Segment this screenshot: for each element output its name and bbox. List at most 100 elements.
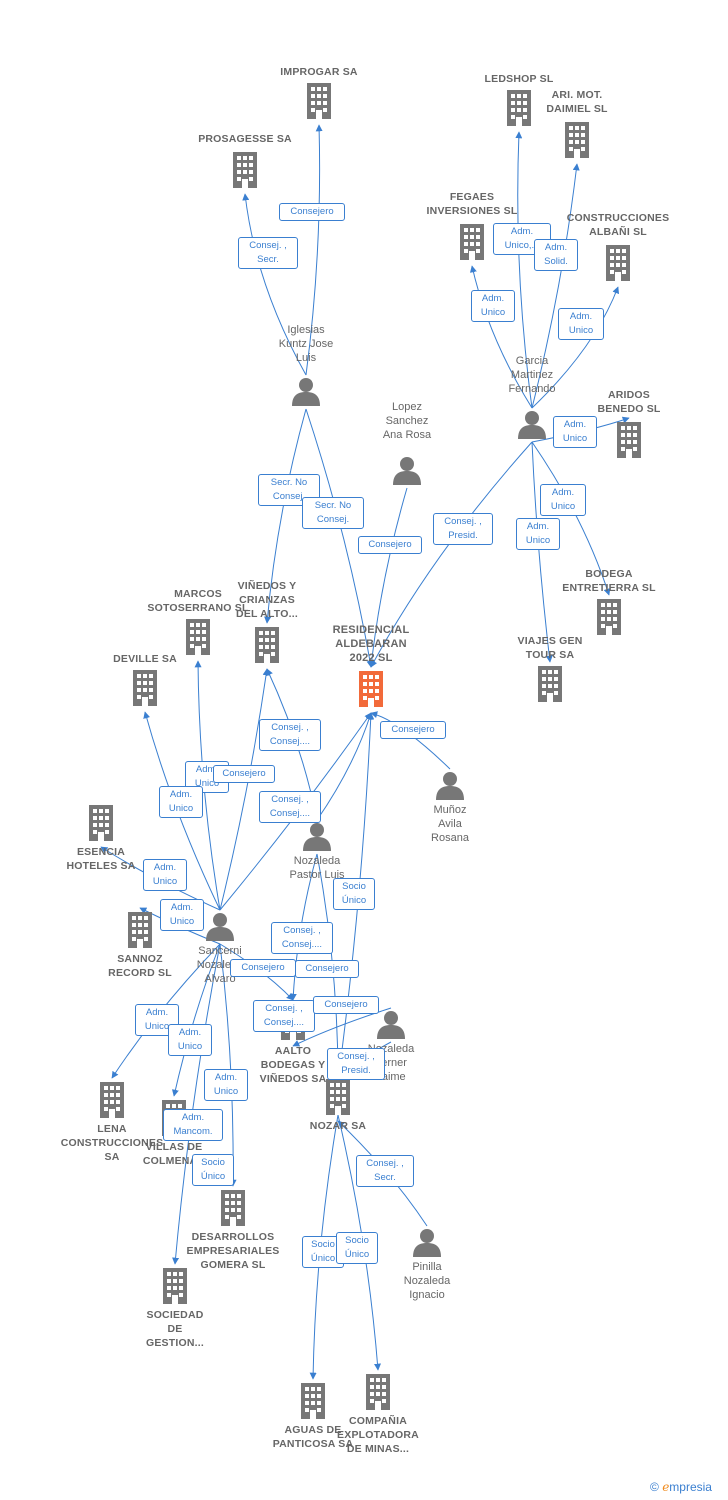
company-label-ledshop[interactable]: LEDSHOP SL — [484, 73, 554, 85]
company-label-vinedos[interactable]: VIÑEDOS Y CRIANZAS DEL ALTO... — [236, 580, 298, 620]
building-icon[interactable] — [89, 805, 113, 841]
edge-garcia-to-ledshop — [515, 131, 533, 409]
person-label-munoz[interactable]: Muñoz Avila Rosana — [431, 804, 469, 844]
building-icon[interactable] — [128, 912, 152, 948]
company-label-residencial[interactable]: RESIDENCIAL ALDEBARAN 2022 SL — [332, 624, 410, 664]
brand-logo-e: e — [662, 1480, 670, 1494]
relation-label: Adm. Unico — [516, 518, 560, 550]
company-label-sociedad[interactable]: SOCIEDAD DE GESTION... — [145, 1309, 204, 1349]
building-icon[interactable] — [617, 422, 641, 458]
edge-lopez-to-residencial — [368, 487, 408, 668]
company-label-villas[interactable]: VILLAS DE COLMENAR — [142, 1141, 206, 1167]
relation-label: Adm. Unico — [558, 308, 604, 340]
icons-layer — [89, 83, 641, 1419]
edge-garcia-to-viajes — [531, 441, 553, 663]
relation-label: Adm. Unico — [204, 1069, 248, 1101]
person-icon[interactable] — [303, 823, 331, 851]
relation-label: Consejero — [213, 765, 275, 783]
building-icon[interactable] — [460, 224, 484, 260]
company-label-lena[interactable]: LENA CONSTRUCCIONES SA — [60, 1123, 164, 1163]
person-label-pinilla[interactable]: Pinilla Nozaleda Ignacio — [403, 1261, 451, 1301]
relation-label: Socio Único — [192, 1154, 234, 1186]
company-label-aridos[interactable]: ARIDOS BENEDO SL — [597, 389, 661, 415]
relation-label: Socio Único — [336, 1232, 378, 1264]
person-icon[interactable] — [393, 457, 421, 485]
building-icon[interactable] — [221, 1190, 245, 1226]
building-icon[interactable] — [606, 245, 630, 281]
relation-label: Adm. Unico — [168, 1024, 212, 1056]
relation-label: Adm. Mancom. — [163, 1109, 223, 1141]
person-label-iglesias[interactable]: Iglesias Kuntz Jose Luis — [278, 324, 334, 364]
building-icon[interactable] — [100, 1082, 124, 1118]
company-label-desarrollos[interactable]: DESARROLLOS EMPRESARIALES GOMERA SL — [186, 1231, 280, 1271]
edge-iglesias-to-residencial — [305, 408, 374, 668]
company-label-viajes[interactable]: VIAJES GEN TOUR SA — [517, 635, 583, 661]
building-icon[interactable] — [538, 666, 562, 702]
edge-garcia-to-residencial — [370, 441, 533, 668]
edge-garcia-to-fegaes — [469, 265, 533, 409]
relation-label: Consejero — [313, 996, 379, 1014]
person-icon[interactable] — [377, 1011, 405, 1039]
relation-label: Consej. , Consej.... — [259, 719, 321, 751]
relation-label: Secr. No Consej. — [302, 497, 364, 529]
building-icon[interactable] — [565, 122, 589, 158]
relation-label: Consej. , Consej.... — [253, 1000, 315, 1032]
building-icon[interactable] — [597, 599, 621, 635]
person-icon[interactable] — [413, 1229, 441, 1257]
relation-label: Consej. , Consej.... — [259, 791, 321, 823]
relation-label: Adm. Unico,... — [493, 223, 551, 255]
relation-label: Consej. , Secr. — [356, 1155, 414, 1187]
building-icon[interactable] — [307, 83, 331, 119]
edge-iglesias-to-prosagesse — [242, 193, 307, 376]
person-label-lopez[interactable]: Lopez Sanchez Ana Rosa — [382, 401, 432, 441]
relation-label: Socio Único — [333, 878, 375, 910]
company-label-sannoz[interactable]: SANNOZ RECORD SL — [108, 953, 172, 979]
copyright-symbol: © — [650, 1480, 659, 1494]
company-label-compania[interactable]: COMPAÑIA EXPLOTADORA DE MINAS... — [337, 1415, 419, 1455]
company-label-ari[interactable]: ARI. MOT. DAIMIEL SL — [546, 89, 608, 115]
building-icon[interactable] — [163, 1268, 187, 1304]
main-company-building-icon[interactable] — [359, 671, 383, 707]
building-icon[interactable] — [366, 1374, 390, 1410]
relation-label: Consejero — [380, 721, 446, 739]
relation-label: Consej. , Presid. — [433, 513, 493, 545]
edge-garcia-to-bodega — [531, 441, 611, 596]
company-label-prosagesse[interactable]: PROSAGESSE SA — [198, 133, 292, 145]
company-label-construcciones[interactable]: CONSTRUCCIONES ALBAÑI SL — [566, 212, 670, 238]
edge-iglesias-to-vinedos — [264, 408, 307, 624]
company-label-aalto[interactable]: AALTO BODEGAS Y VIÑEDOS SA — [259, 1045, 327, 1085]
company-label-bodega[interactable]: BODEGA ENTRETIERRA SL — [562, 568, 656, 594]
edge-sancerni-to-sociedad — [172, 943, 221, 1265]
building-icon[interactable] — [133, 670, 157, 706]
relation-label: Consejero — [358, 536, 422, 554]
person-icon[interactable] — [292, 378, 320, 406]
relation-label: Adm. Unico — [471, 290, 515, 322]
edges-layer — [100, 124, 630, 1380]
edge-garcia-to-ari — [531, 163, 580, 409]
company-label-aguas[interactable]: AGUAS DE PANTICOSA SA — [272, 1424, 354, 1450]
brand-logo-text: mpresia — [669, 1480, 712, 1494]
edge-nozaleda_luis-to-residencial — [316, 712, 373, 821]
person-icon[interactable] — [518, 411, 546, 439]
relation-label: Adm. Unico — [540, 484, 586, 516]
company-label-fegaes[interactable]: FEGAES INVERSIONES SL — [426, 191, 518, 217]
company-label-improgar[interactable]: IMPROGAR SA — [280, 66, 358, 78]
company-label-deville[interactable]: DEVILLE SA — [113, 653, 177, 665]
building-icon[interactable] — [255, 627, 279, 663]
company-label-nozar[interactable]: NOZAR SA — [309, 1120, 367, 1132]
relation-label: Consejero — [279, 203, 345, 221]
person-label-garcia[interactable]: Garcia Martinez Fernando — [508, 355, 556, 395]
relation-label: Consej. , Presid. — [327, 1048, 385, 1080]
relation-label: Adm. Unico — [135, 1004, 179, 1036]
person-icon[interactable] — [436, 772, 464, 800]
edge-sancerni-to-vinedos — [219, 668, 270, 911]
edge-garcia-to-construcciones — [531, 286, 620, 409]
relation-label: Adm. Unico — [143, 859, 187, 891]
building-icon[interactable] — [186, 619, 210, 655]
building-icon[interactable] — [233, 152, 257, 188]
relation-label: Consej. , Consej.... — [271, 922, 333, 954]
company-label-esencia[interactable]: ESENCIA HOTELES SA — [66, 846, 136, 872]
person-icon[interactable] — [206, 913, 234, 941]
relation-label: Adm. Unico — [553, 416, 597, 448]
company-label-marcos[interactable]: MARCOS SOTOSERRANO SL — [147, 588, 249, 614]
